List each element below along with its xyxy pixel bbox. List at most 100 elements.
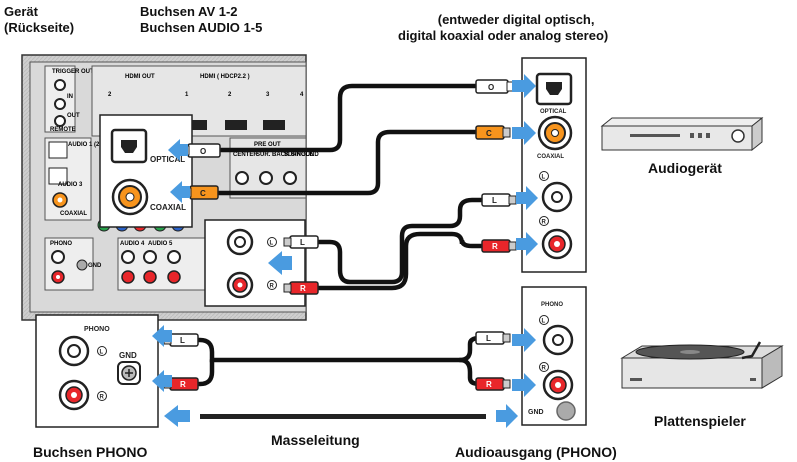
analog-left-plug-receiver: L: [283, 235, 319, 249]
trigger-out-text: TRIGGER OUT: [52, 69, 94, 75]
hdmi-digit-3: 3: [266, 92, 270, 98]
audio-device-label: Audiogerät: [648, 160, 722, 176]
arrow-ground-out: [496, 404, 518, 428]
cables: [187, 83, 493, 387]
surround-text: SURROUND: [284, 152, 319, 158]
device-title-line1: Gerät: [4, 4, 38, 19]
arrow-phono-left-in: [152, 325, 172, 347]
center-text: CENTER: [233, 152, 258, 158]
coaxial-cable: [212, 129, 481, 196]
arrow-ground-in: [164, 405, 190, 427]
arrow-analog-in: [268, 251, 292, 275]
device-optical-text: OPTICAL: [540, 109, 567, 115]
jacks-title-line1: Buchsen AV 1-2: [140, 4, 238, 19]
arrow-analog-left-out: [516, 186, 538, 210]
zoom-phono-inputs: PHONO L R GND: [35, 314, 159, 428]
phono-left-letter: L: [180, 336, 185, 345]
optical-plug-device: O: [475, 79, 515, 94]
phono-right-mark: R: [100, 395, 105, 401]
turntable-label: Plattenspieler: [654, 413, 746, 429]
hdmi-digit-2b: 2: [228, 92, 232, 98]
coaxial-callout-text: COAXIAL: [150, 203, 186, 212]
arrow-coax-out: [512, 121, 536, 145]
gnd-callout-text: GND: [119, 351, 137, 360]
analog-right-plug-receiver: R: [283, 281, 319, 295]
phono-right-join-left: [187, 357, 215, 387]
analog-left-letter-device: L: [492, 196, 497, 205]
audio-device-panel: OPTICAL COAXIAL L R: [521, 57, 587, 273]
coax-plug-letter: C: [200, 189, 206, 198]
analog-right-letter-device: R: [492, 242, 498, 251]
gnd-small-text: GND: [88, 263, 102, 269]
turntable-icon: [620, 341, 784, 389]
device-coaxial-text: COAXIAL: [537, 154, 564, 160]
optical-callout-text: OPTICAL: [150, 155, 185, 164]
signal-note: (entweder digital optisch, digital koaxi…: [398, 12, 608, 44]
phono-left-letter-turntable: L: [486, 334, 491, 343]
plugs: O O C C L R: [163, 79, 517, 391]
arrow-phono-right-in: [152, 370, 172, 392]
phono-left-mark: L: [100, 350, 104, 356]
coax-plug-device: C: [475, 125, 511, 140]
hdmi-in-text: HDMI ( HDCP2.2 ): [200, 74, 250, 80]
phono-right-letter-turntable: R: [486, 380, 492, 389]
turntable-right-mark: R: [542, 366, 547, 372]
pre-out-text: PRE OUT: [254, 142, 281, 148]
analog-right-cable: [315, 231, 485, 291]
phono-small-text: PHONO: [50, 241, 72, 247]
arrow-analog-right-out: [516, 232, 538, 256]
arrow-coax-in: [170, 181, 190, 203]
jacks-title-line2: Buchsen AUDIO 1-5: [140, 20, 263, 35]
audio3-text: AUDIO 3: [58, 182, 83, 188]
turntable-left-mark: L: [542, 319, 546, 325]
arrow-phono-left-out: [512, 328, 536, 352]
zoom-left-mark: L: [270, 241, 274, 247]
phono-left-cable: [187, 335, 493, 363]
signal-arrows: [152, 74, 538, 428]
arrow-optical-in: [168, 139, 188, 161]
optical-plug-letter-device: O: [488, 83, 494, 92]
audio5-text: AUDIO 5: [148, 241, 173, 247]
optical-cable: [212, 83, 481, 153]
audio4-text: AUDIO 4: [120, 241, 145, 247]
analog-left-plug-device: L: [481, 193, 517, 207]
out-text: OUT: [67, 113, 80, 119]
analog-left-letter: L: [300, 238, 305, 247]
device-left-mark: L: [542, 175, 546, 181]
coaxial-small-text: COAXIAL: [60, 211, 87, 217]
zoom-digital-inputs: OPTICAL COAXIAL: [99, 114, 193, 228]
remote-text: REMOTE: [50, 127, 76, 133]
device-title-line2: (Rückseite): [4, 20, 75, 35]
turntable-phono-text: PHONO: [541, 302, 563, 308]
audio-out-phono-label: Audioausgang (PHONO): [455, 444, 617, 460]
analog-right-plug-device: R: [481, 239, 517, 253]
device-right-mark: R: [542, 220, 547, 226]
signal-note-line2: digital koaxial oder analog stereo): [398, 28, 609, 43]
audio-device-icon: [600, 116, 764, 152]
device-title: Gerät (Rückseite): [4, 4, 74, 36]
phono-jacks-label: Buchsen PHONO: [33, 444, 148, 460]
sur-back-text: SUR. BACK SINGLE: [256, 152, 313, 158]
phono-right-plug-turntable: R: [475, 377, 511, 391]
signal-note-line1: (entweder digital optisch,: [437, 12, 595, 27]
jacks-title: Buchsen AV 1-2 Buchsen AUDIO 1-5: [140, 4, 262, 36]
hdmi-digit-2: 2: [108, 92, 112, 98]
analog-right-letter: R: [300, 284, 306, 293]
arrow-optical-out: [512, 74, 536, 98]
hdmi-digit-4: 4: [300, 92, 304, 98]
arrow-phono-right-out: [512, 373, 536, 397]
phono-right-letter: R: [180, 380, 186, 389]
audio1-text: AUDIO 1 (2 TV): [68, 142, 111, 148]
zoom-right-mark: R: [270, 284, 275, 290]
turntable-phono-panel: PHONO L R GND: [521, 286, 587, 426]
hdmi-out-text: HDMI OUT: [125, 74, 155, 80]
ground-wire: [200, 414, 486, 419]
hdmi-digit-1: 1: [185, 92, 189, 98]
ground-wire-label: Masseleitung: [271, 432, 360, 448]
in-text: IN: [67, 94, 73, 100]
phono-callout-text: PHONO: [84, 326, 110, 333]
turntable-gnd-text: GND: [528, 409, 544, 416]
optical-plug-letter: O: [200, 147, 206, 156]
coax-plug-letter-device: C: [486, 129, 492, 138]
